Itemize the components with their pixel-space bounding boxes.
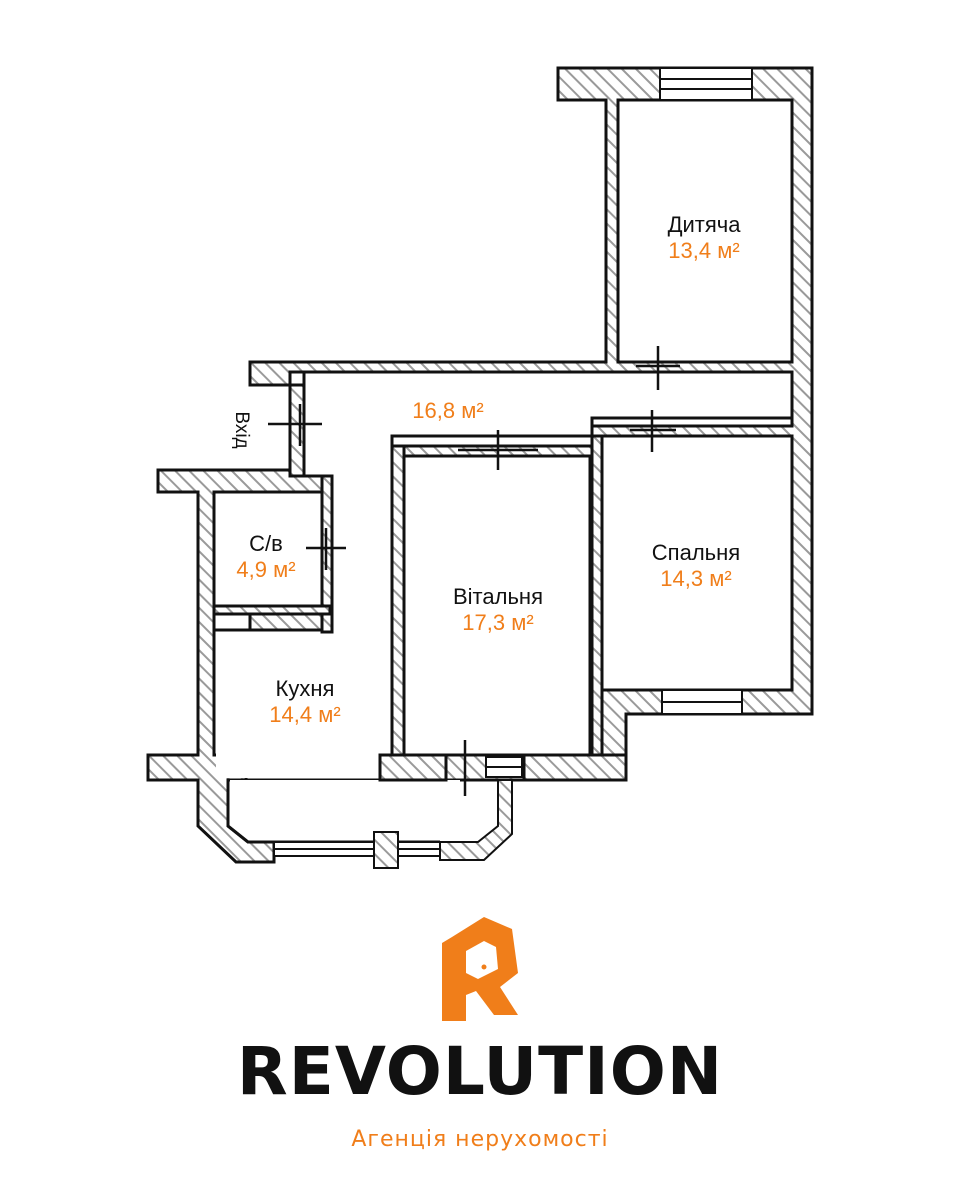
brand-name: REVOLUTION [236, 1033, 724, 1110]
door-markers [268, 346, 680, 796]
bedroom-area: 14,3 м² [660, 566, 731, 591]
kitchen-name: Кухня [276, 676, 335, 701]
bedroom-name: Спальня [652, 540, 740, 565]
brand-tagline: Агенція нерухомості [351, 1127, 609, 1152]
bathroom-area: 4,9 м² [236, 557, 295, 582]
kitchen-window-mullion [373, 831, 399, 869]
brand-logo-icon [442, 917, 518, 1021]
bathroom-name: С/в [249, 531, 283, 556]
kids-room-name: Дитяча [668, 212, 742, 237]
room-floors [212, 98, 794, 782]
kids-room-floor [616, 98, 794, 364]
floor-plan: Дитяча 13,4 м² 16,8 м² С/в 4,9 м² Віталь… [146, 66, 814, 869]
room-labels: Дитяча 13,4 м² 16,8 м² С/в 4,9 м² Віталь… [231, 212, 741, 727]
brand-block: REVOLUTION Агенція нерухомості [0, 905, 960, 1195]
inner-walls [212, 434, 628, 782]
hallway-area: 16,8 м² [412, 398, 483, 423]
living-room-area: 17,3 м² [462, 610, 533, 635]
kids-room-area: 13,4 м² [668, 238, 739, 263]
living-room-name: Вітальня [453, 584, 543, 609]
windows [273, 67, 753, 869]
bathroom-floor [212, 490, 324, 608]
bedroom-floor [600, 434, 794, 692]
entrance-label: Вхід [231, 411, 252, 448]
kitchen-area: 14,4 м² [269, 702, 340, 727]
balcony-door-frame [439, 779, 513, 861]
kids-room-window [659, 67, 753, 101]
